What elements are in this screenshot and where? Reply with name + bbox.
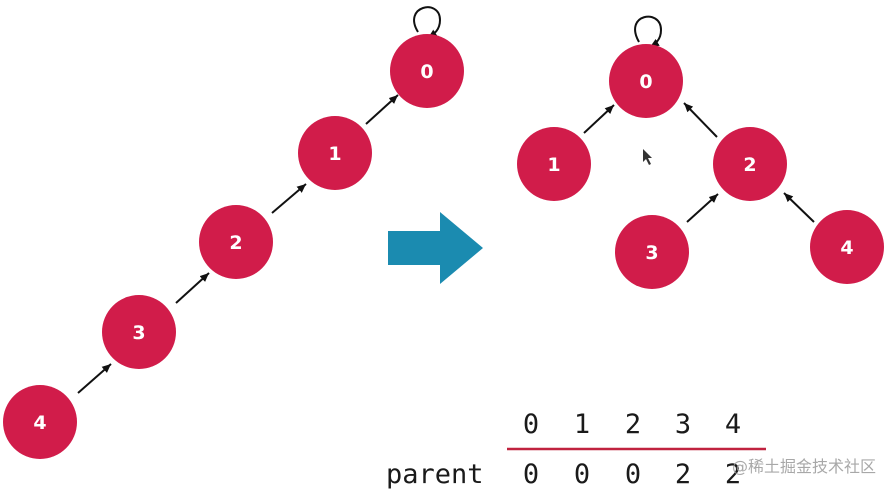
right-edge-2-to-0 [683,102,718,138]
watermark: @稀土掘金技术社区 [732,457,876,476]
svg-text:4: 4 [33,412,46,434]
parent-value-4: 2 [725,459,741,490]
right-edge-1-to-0 [583,104,615,134]
right-node-3: 3 [615,215,689,289]
cursor-icon [643,149,652,165]
parent-value-0: 0 [523,459,539,490]
right-node-0: 0 [609,44,683,118]
left-node-3: 3 [102,295,176,369]
parent-value-2: 0 [625,459,641,490]
right-edge-3-to-2 [686,193,719,223]
left-edge-2-to-1 [271,183,307,214]
svg-text:2: 2 [743,154,756,176]
left-edge-1-to-0 [365,94,399,125]
svg-text:0: 0 [420,61,433,83]
parent-table: 0 1 2 3 4 parent 0 0 0 2 2 [386,409,766,490]
svg-text:0: 0 [639,71,652,93]
parent-value-3: 2 [675,459,691,490]
left-self-loop-0 [413,6,442,39]
index-0: 0 [523,409,539,440]
left-edge-4-to-3 [77,363,112,394]
right-self-loop-0 [634,15,663,48]
right-edge-4-to-2 [783,192,815,223]
index-1: 1 [574,409,590,440]
right-tree: 0 1 2 3 4 [517,15,884,289]
index-3: 3 [675,409,691,440]
left-edge-3-to-2 [175,272,210,304]
index-4: 4 [725,409,741,440]
svg-text:4: 4 [840,237,853,259]
parent-row-label: parent [386,459,484,490]
right-node-1: 1 [517,127,591,201]
transform-arrow [388,212,483,284]
svg-text:1: 1 [547,154,560,176]
svg-text:3: 3 [645,242,658,264]
left-node-4: 4 [3,385,77,459]
left-node-0: 0 [390,34,464,108]
svg-text:1: 1 [328,143,341,165]
index-2: 2 [625,409,641,440]
parent-value-1: 0 [574,459,590,490]
left-tree: 0 1 2 3 4 [3,6,464,459]
left-node-2: 2 [199,205,273,279]
svg-text:2: 2 [229,232,242,254]
svg-text:3: 3 [132,322,145,344]
right-node-4: 4 [810,210,884,284]
left-node-1: 1 [298,116,372,190]
right-node-2: 2 [713,127,787,201]
